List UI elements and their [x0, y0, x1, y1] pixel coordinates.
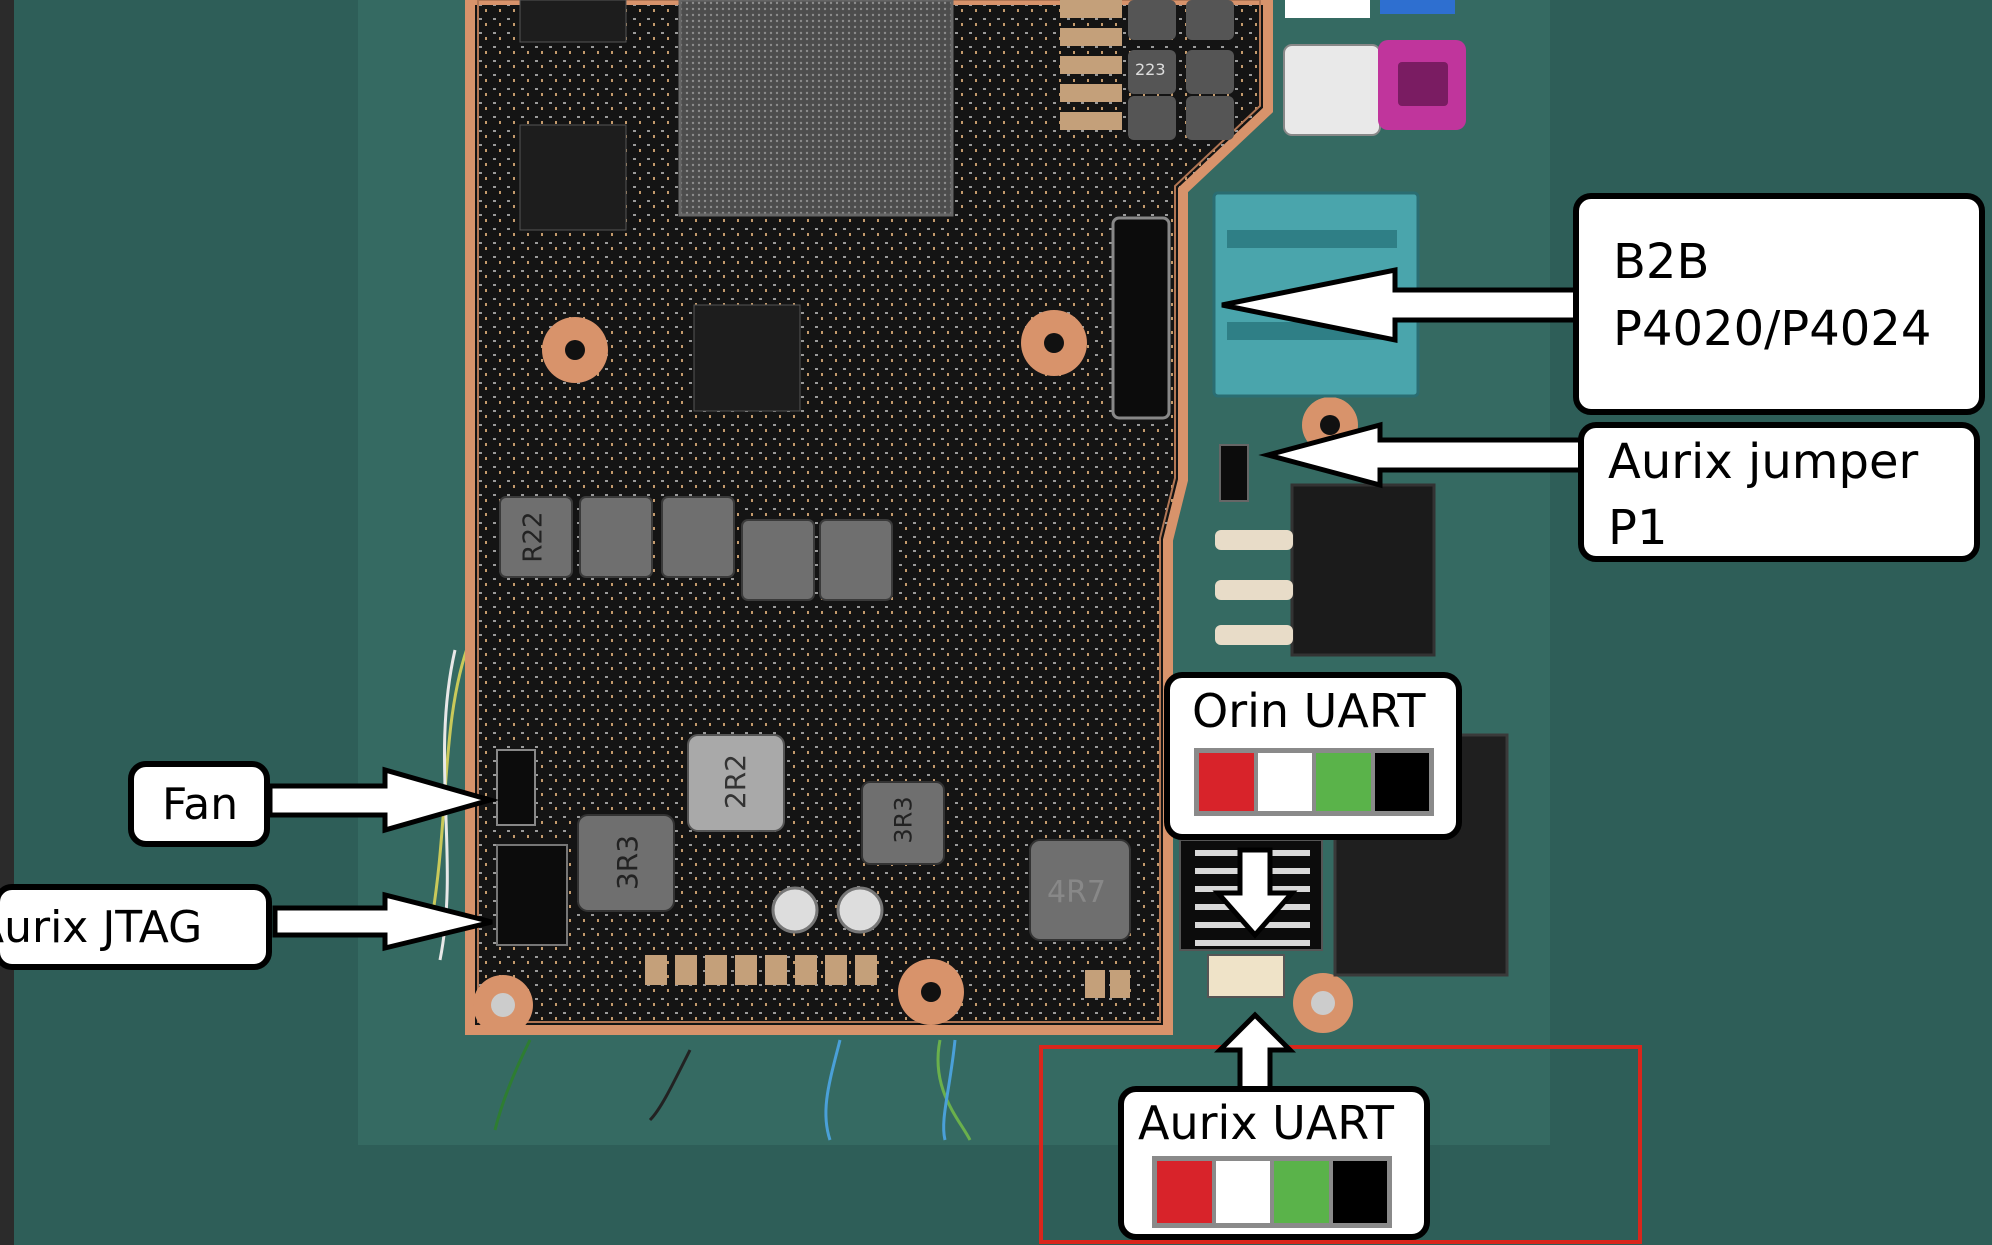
aurix-jumper-label-line2: P1: [1608, 500, 1668, 556]
arrows: [267, 266, 1588, 1093]
pin-color-white: [1215, 1161, 1270, 1223]
inductor-marking-3: 3R3: [611, 834, 645, 891]
inductor-marking-5: 4R7: [1047, 875, 1107, 910]
inductor-marking-4: 3R3: [889, 796, 918, 844]
b2b-label-line2: P4020/P4024: [1613, 301, 1932, 357]
jtag-arrow: [272, 891, 493, 952]
inductor-marking-6: 223: [1135, 60, 1166, 79]
aurix-jumper-label-box: Aurix jumper P1: [1578, 422, 1980, 562]
jtag-header: [496, 844, 568, 946]
aurix-jumper-pins: [1219, 444, 1249, 502]
inductor-marking-2: 2R2: [719, 753, 753, 810]
inductor-223-group: [1128, 0, 1234, 140]
fan-label: Fan: [162, 779, 239, 830]
b2b-label-line1: B2B: [1613, 234, 1710, 290]
pin-color-green: [1274, 1161, 1329, 1223]
orin-uart-arrow: [1212, 847, 1298, 939]
inductor-row: [499, 496, 893, 601]
fan-label-box: Fan: [128, 761, 270, 847]
orin-uart-pin-colors: [1194, 748, 1434, 816]
aurix-jumper-label-line1: Aurix jumper: [1608, 434, 1919, 490]
pin-color-black: [1332, 1161, 1387, 1223]
pin-color-white: [1257, 753, 1312, 811]
aurix-jumper-arrow: [1258, 421, 1588, 489]
aurix-uart-label: Aurix UART: [1138, 1096, 1395, 1150]
aurix-uart-arrow: [1213, 1011, 1297, 1093]
b2b-label-box: B2B P4020/P4024: [1573, 193, 1985, 415]
inductor-marking-1: R22: [518, 511, 549, 563]
orin-uart-label-box: Orin UART: [1164, 672, 1462, 840]
pin-color-red: [1157, 1161, 1212, 1223]
aurix-jtag-label: Aurix JTAG: [0, 902, 203, 953]
aurix-uart-highlight: [1039, 1045, 1642, 1244]
aurix-jtag-label-box: Aurix JTAG: [0, 884, 272, 970]
aurix-uart-pin-colors: [1152, 1156, 1392, 1228]
b2b-arrow: [1221, 266, 1581, 344]
aurix-uart-header: [1207, 954, 1285, 998]
pcb-board: [465, 0, 1273, 1035]
aurix-uart-label-box: Aurix UART: [1118, 1086, 1430, 1240]
pin-color-green: [1316, 753, 1371, 811]
pin-color-red: [1199, 753, 1254, 811]
orin-uart-label: Orin UART: [1192, 684, 1426, 738]
fan-connector: [496, 749, 536, 826]
fan-arrow: [267, 766, 500, 834]
pin-color-black: [1374, 753, 1429, 811]
